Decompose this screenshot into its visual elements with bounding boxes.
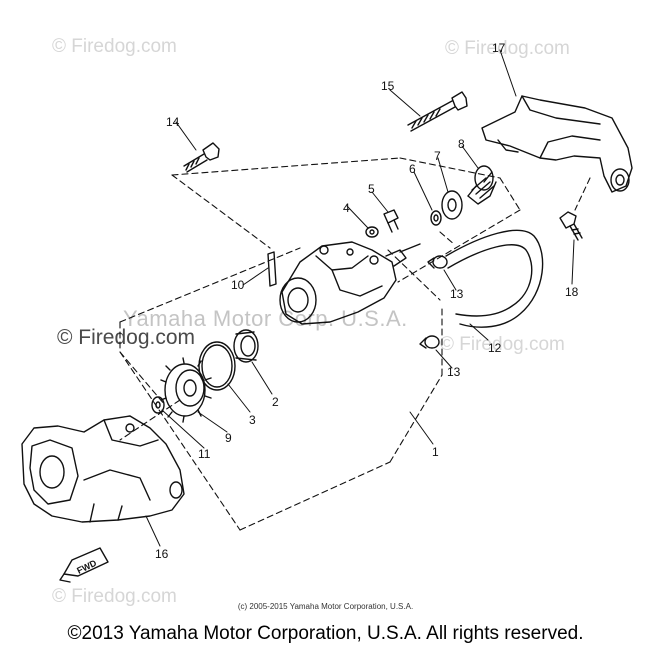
- callout-1: 1: [432, 445, 439, 459]
- callout-11: 11: [198, 447, 211, 461]
- callout-10: 10: [231, 278, 245, 292]
- part-16-pump-cover: [21, 415, 185, 523]
- part-6-washer: [430, 210, 442, 226]
- part-11-washer: [151, 396, 165, 414]
- part-10-pin: [267, 251, 277, 287]
- part-8-screw: [467, 165, 497, 205]
- part-13-hose-clip-lower: [419, 335, 440, 349]
- watermark-yamaha: Yamaha Motor Corp. U.S.A.: [123, 306, 408, 331]
- callout-6: 6: [409, 162, 416, 176]
- callout-8: 8: [458, 137, 465, 151]
- part-12-oil-hose: [445, 229, 544, 328]
- part-4-washer: [365, 226, 379, 238]
- assembly-boundary: [119, 157, 591, 531]
- callout-14: 14: [166, 115, 180, 129]
- oil-pump-body: [279, 241, 421, 325]
- callout-3: 3: [249, 413, 256, 427]
- callout-labels: 1 2 3 4 5 6 7 8 9 10 11 12 13 13 14 15 1…: [75, 41, 578, 576]
- part-5-screw: [383, 209, 399, 233]
- part-7-washer: [441, 190, 463, 220]
- watermark-firedog-left-middle: © Firedog.com: [57, 326, 196, 349]
- callout-15: 15: [381, 79, 395, 93]
- fwd-arrow-icon: [59, 547, 109, 583]
- part-9-drive-gear: [160, 357, 212, 423]
- callout-13-upper: 13: [450, 287, 464, 301]
- callout-leaders: [145, 49, 575, 547]
- callout-4: 4: [343, 201, 350, 215]
- footer-copyright: ©2013 Yamaha Motor Corporation, U.S.A. A…: [67, 623, 584, 644]
- part-2-oil-seal: [233, 329, 259, 363]
- callout-16: 16: [155, 547, 169, 561]
- part-15-bolt: [407, 91, 468, 132]
- part-17-bracket: [481, 95, 633, 193]
- watermark-firedog-bottom: © Firedog.com: [52, 586, 177, 607]
- callout-7: 7: [434, 149, 441, 163]
- watermark-firedog-top-left: © Firedog.com: [52, 36, 177, 57]
- small-copyright-line: (c) 2005-2015 Yamaha Motor Corporation, …: [237, 602, 414, 611]
- callout-9: 9: [225, 431, 232, 445]
- part-14-bolt: [183, 142, 220, 173]
- fwd-label: FWD: [75, 558, 98, 576]
- callout-17: 17: [492, 41, 506, 55]
- part-13-hose-clip-upper: [427, 255, 448, 269]
- callout-18: 18: [565, 285, 579, 299]
- part-18-bolt: [559, 211, 583, 241]
- callout-2: 2: [272, 395, 279, 409]
- watermark-firedog-right-middle: © Firedog.com: [440, 334, 565, 355]
- callout-13-lower: 13: [447, 365, 461, 379]
- callout-12: 12: [488, 341, 502, 355]
- part-3-o-ring: [198, 341, 236, 391]
- watermark-firedog-top-right: © Firedog.com: [445, 38, 570, 59]
- callout-5: 5: [368, 182, 375, 196]
